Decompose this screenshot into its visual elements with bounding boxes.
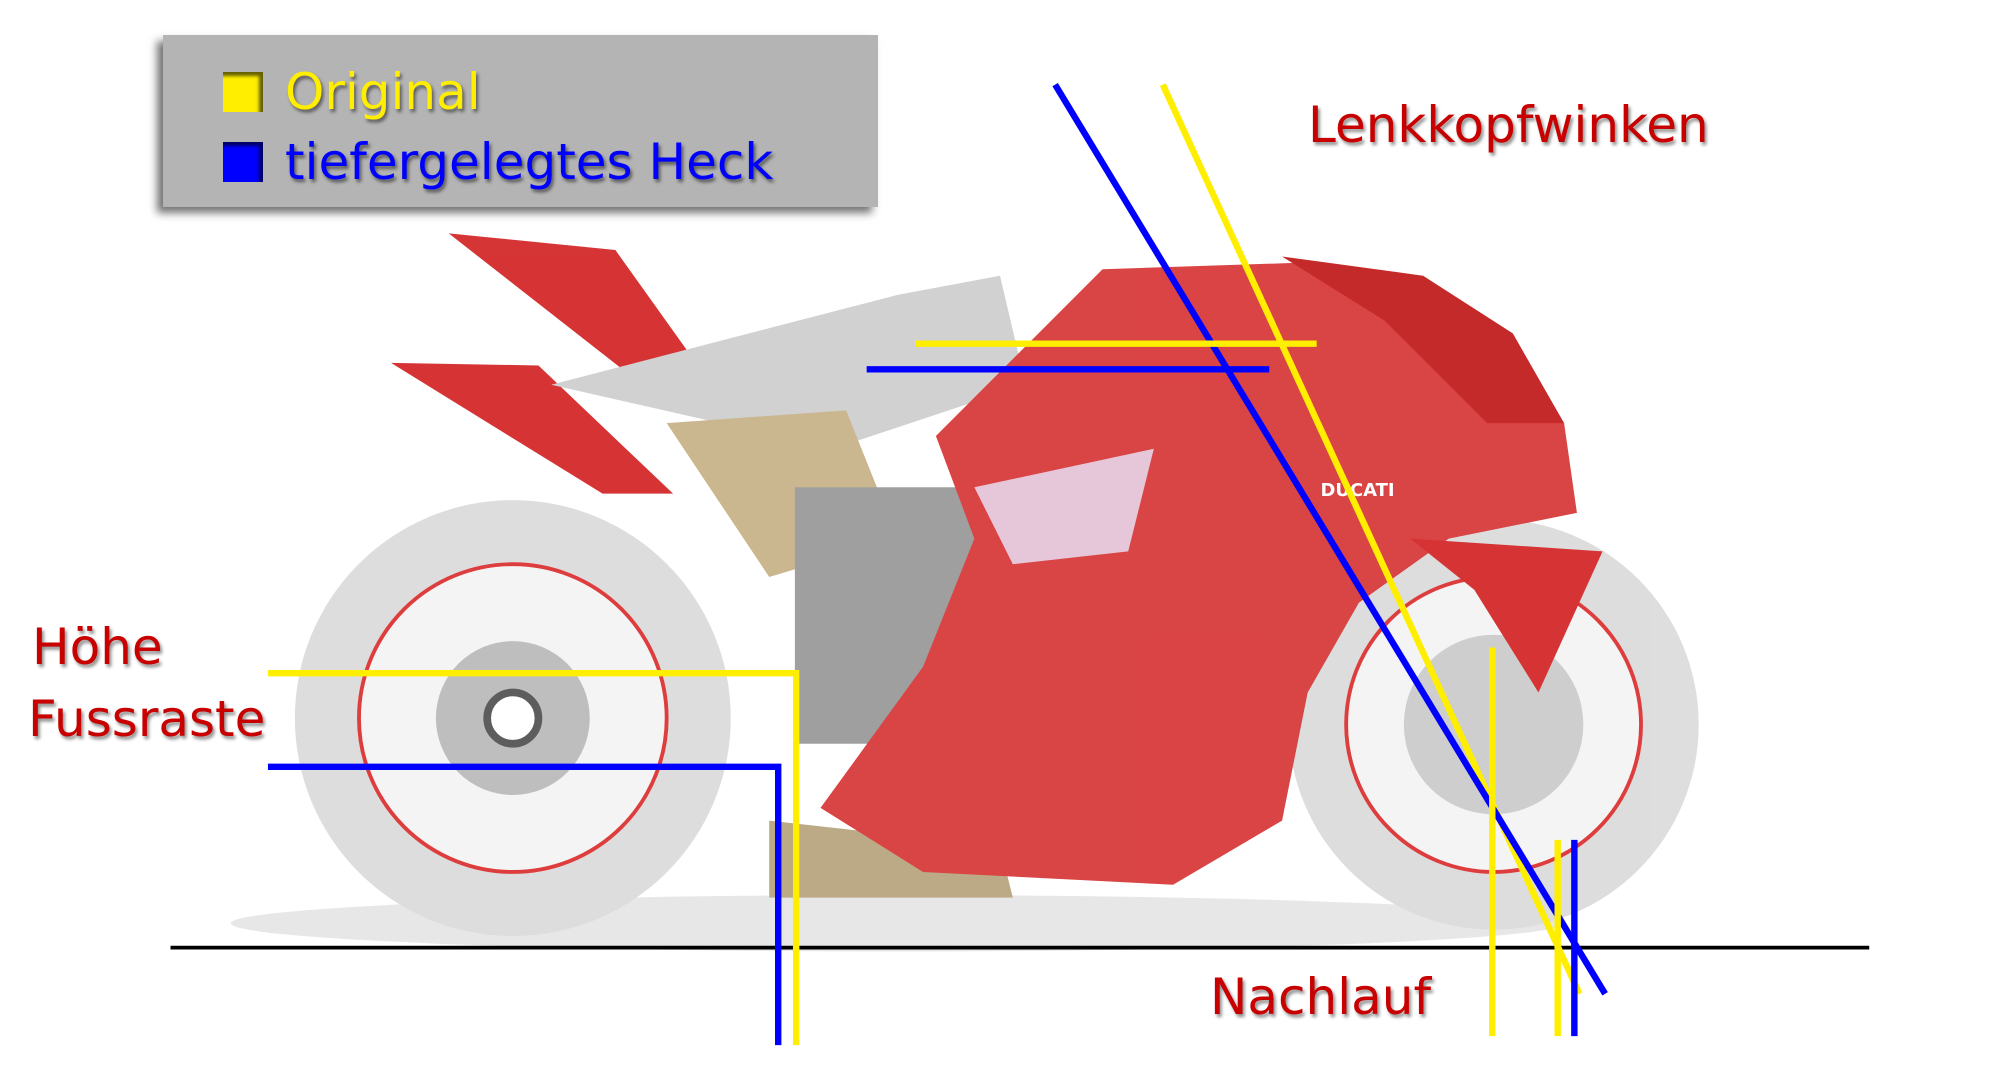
steering-axis-lowered (1052, 82, 1608, 996)
legend-label: Original (285, 63, 481, 121)
legend: Original tiefergelegtes Heck (163, 35, 878, 207)
steering-angle-label: Lenkkopfwinken (1308, 96, 1709, 154)
legend-swatch-lowered (223, 142, 263, 182)
footpeg-line-original (267, 670, 800, 1046)
footpeg-label-line2: Fussraste (28, 690, 266, 748)
legend-label: tiefergelegtes Heck (285, 133, 774, 191)
trail-label: Nachlauf (1210, 968, 1432, 1026)
footpeg-line-lowered (267, 763, 782, 1046)
legend-item-lowered: tiefergelegtes Heck (223, 133, 773, 191)
legend-item-original: Original (223, 63, 481, 121)
fairing (820, 262, 1577, 885)
footpeg-label-line1: Höhe (32, 618, 163, 676)
svg-text:DUCATI: DUCATI (1321, 480, 1395, 501)
legend-swatch-original (223, 72, 263, 112)
